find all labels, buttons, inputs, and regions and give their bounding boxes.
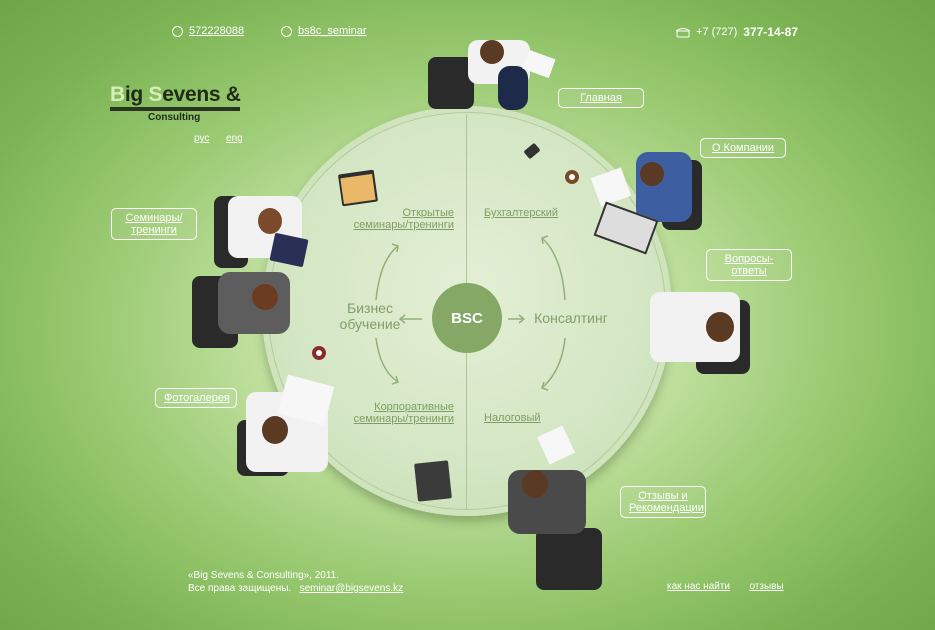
person-top-head bbox=[480, 40, 504, 64]
open-seminars-link[interactable]: Открытые семинары/тренинги bbox=[353, 207, 454, 231]
person-bottom-left-head bbox=[262, 416, 288, 444]
language-switch: рус eng bbox=[194, 133, 243, 144]
nav-reviews-bubble[interactable]: Отзывы и Рекомендации bbox=[620, 486, 706, 518]
logo-subtitle: Consulting bbox=[148, 112, 201, 123]
skype-icon bbox=[281, 25, 292, 37]
copyright-text: «Big Sevens & Consulting», 2011. bbox=[188, 570, 340, 581]
chair-top bbox=[428, 57, 474, 109]
footer-links: как нас найти отзывы bbox=[667, 580, 784, 593]
nav-faq[interactable]: Вопросы-ответы bbox=[724, 253, 774, 277]
find-us-link[interactable]: как нас найти bbox=[667, 581, 731, 592]
cup-prop bbox=[565, 170, 579, 184]
phone-number: 377-14-87 bbox=[743, 25, 798, 39]
arrow-head-1 bbox=[391, 243, 399, 253]
nav-seminars[interactable]: Семинары/ тренинги bbox=[125, 212, 183, 236]
lang-ru[interactable]: рус bbox=[194, 133, 210, 144]
nav-home-bubble[interactable]: Главная bbox=[558, 88, 644, 108]
tax-link[interactable]: Налоговый bbox=[484, 412, 541, 424]
icq-icon bbox=[172, 25, 183, 37]
business-training-heading: Бизнес обучение bbox=[339, 300, 401, 332]
person-left-top-head bbox=[258, 208, 282, 234]
tea-prop bbox=[312, 346, 326, 360]
skype-name[interactable]: bs8c_seminar bbox=[298, 25, 367, 37]
lang-en[interactable]: eng bbox=[226, 133, 243, 144]
person-left-head bbox=[252, 284, 278, 310]
rights-text: Все права защищены. bbox=[188, 583, 292, 594]
logo-title: Big Sevens & bbox=[110, 83, 241, 106]
feedback-link[interactable]: отзывы bbox=[749, 581, 784, 592]
table-arrows bbox=[375, 235, 566, 391]
arrow-left-down-icon bbox=[375, 337, 399, 383]
person-bottom-head bbox=[522, 470, 548, 498]
footer-email-link[interactable]: seminar@bigsevens.kz bbox=[299, 583, 404, 594]
person-right-top bbox=[636, 152, 692, 222]
phone-icon bbox=[676, 27, 690, 37]
arrow-right-down-icon bbox=[541, 337, 566, 389]
nav-seminars-bubble[interactable]: Семинары/ тренинги bbox=[111, 208, 197, 240]
skype-contact[interactable]: bs8c_seminar bbox=[281, 25, 366, 37]
nav-reviews[interactable]: Отзывы и Рекомендации bbox=[629, 490, 704, 514]
icq-contact[interactable]: 572228088 bbox=[172, 25, 244, 37]
person-right-top-head bbox=[640, 162, 664, 186]
person-right-head bbox=[706, 312, 734, 342]
bsc-center-badge[interactable]: BSC bbox=[432, 283, 502, 353]
chair-bottom bbox=[536, 528, 602, 590]
corporate-seminars-link[interactable]: Корпоративные семинары/тренинги bbox=[353, 401, 454, 425]
person-top-legs bbox=[498, 66, 528, 110]
binder-prop bbox=[414, 460, 452, 502]
nav-gallery[interactable]: Фотогалерея bbox=[164, 392, 230, 404]
nav-home[interactable]: Главная bbox=[580, 92, 622, 104]
logo[interactable]: Big Sevens & Consulting bbox=[110, 84, 241, 123]
nav-faq-bubble[interactable]: Вопросы-ответы bbox=[706, 249, 792, 281]
arrow-right-up-icon bbox=[541, 237, 566, 301]
nav-about-bubble[interactable]: О Компании bbox=[700, 138, 786, 158]
phone-contact: +7 (727) 377-14-87 bbox=[676, 25, 798, 39]
icq-number[interactable]: 572228088 bbox=[189, 25, 245, 37]
nav-about[interactable]: О Компании bbox=[711, 142, 775, 154]
phone-prefix: +7 (727) bbox=[696, 26, 738, 38]
arrow-left-up-icon bbox=[375, 245, 399, 301]
arrow-head-2 bbox=[391, 375, 399, 385]
accounting-link[interactable]: Бухгалтерский bbox=[484, 207, 559, 219]
logo-bar bbox=[110, 107, 240, 111]
nav-gallery-bubble[interactable]: Фотогалерея bbox=[155, 388, 237, 408]
footer-copyright: «Big Sevens & Consulting», 2011. Все пра… bbox=[188, 569, 403, 595]
notebook-prop bbox=[340, 173, 376, 205]
consulting-heading: Консалтинг bbox=[534, 310, 608, 326]
